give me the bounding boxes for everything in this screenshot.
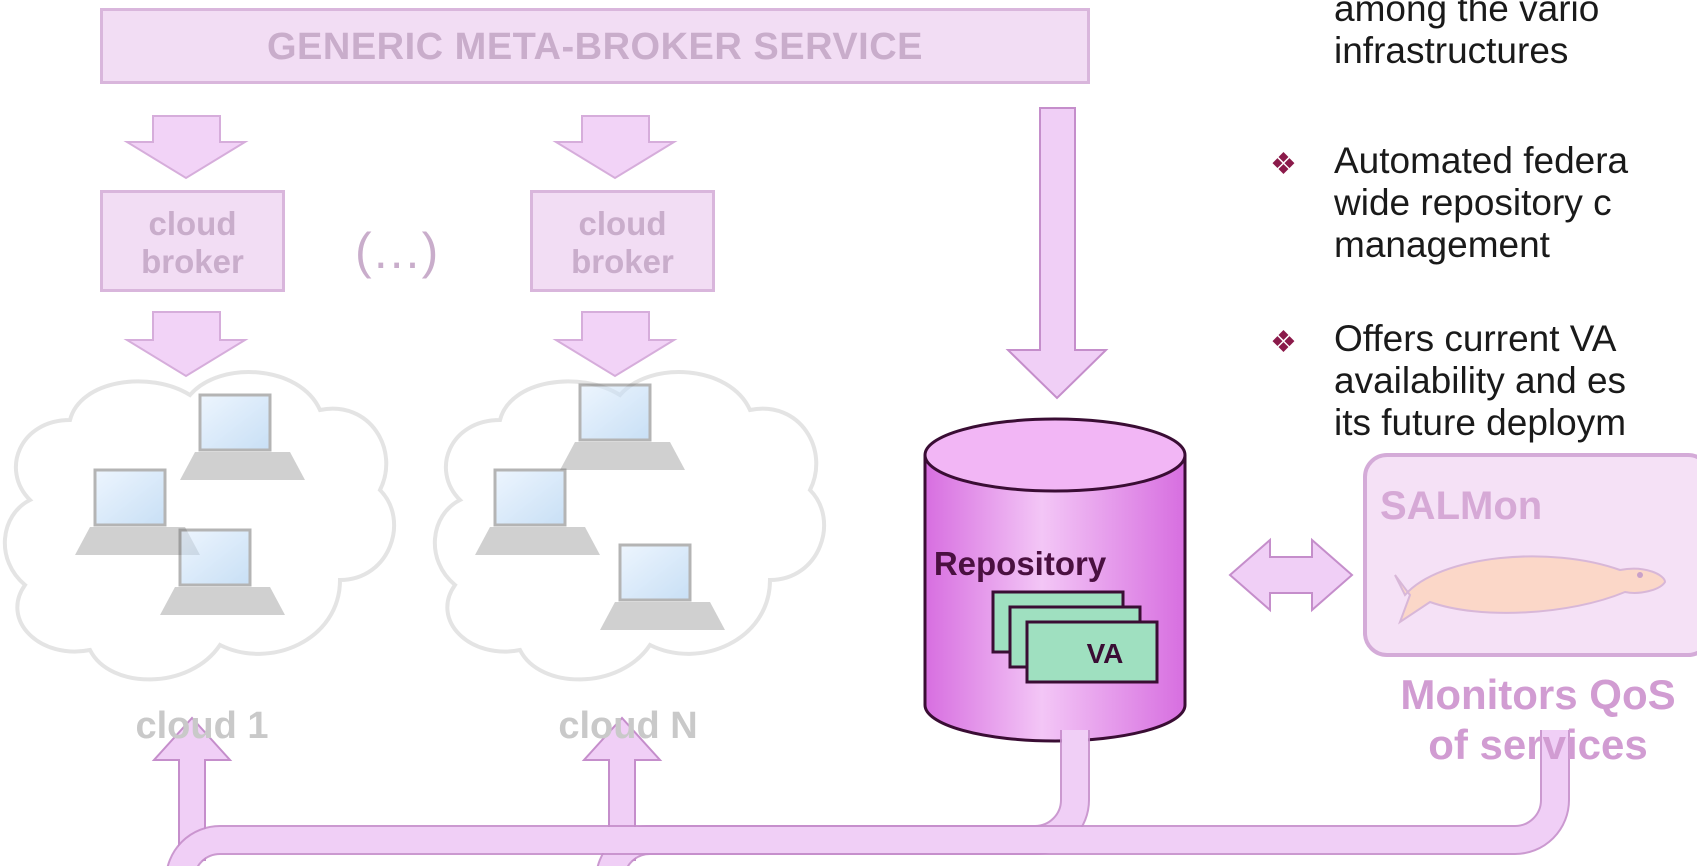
cloud-1-label: cloud 1 <box>135 705 269 747</box>
down-arrow-to-broker-1 <box>123 115 249 180</box>
broker-label-line1: cloud <box>578 205 667 242</box>
cloud-n-shape <box>432 370 827 682</box>
feedback-arrow-network <box>151 716 1570 866</box>
broker-label-line1: cloud <box>148 205 237 242</box>
bullet-line: infrastructures <box>1334 30 1569 71</box>
bullet-line: management <box>1334 224 1550 265</box>
down-arrow-to-cloud-1 <box>123 311 249 378</box>
salmon-caption: Monitors QoS of services <box>1328 670 1697 770</box>
salmon-caption-line1: Monitors QoS <box>1400 671 1676 718</box>
down-arrow-to-repository <box>1005 107 1109 400</box>
salmon-title: SALMon <box>1380 484 1543 528</box>
meta-broker-box: GENERIC META-BROKER SERVICE <box>100 8 1090 84</box>
bullet-line: availability and es <box>1334 360 1627 401</box>
laptop-icon <box>160 528 285 615</box>
broker-label-line2: broker <box>571 243 674 280</box>
double-arrow-repository-salmon <box>1228 537 1354 613</box>
cloud-n-label: cloud N <box>558 705 698 747</box>
down-arrow-to-cloud-n <box>552 311 678 378</box>
down-arrow-to-broker-n <box>552 115 678 180</box>
laptop-icon <box>75 468 200 555</box>
meta-broker-title: GENERIC META-BROKER SERVICE <box>266 26 924 68</box>
bullet-line: Offers current VA <box>1334 318 1617 359</box>
diamond-bullet-icon: ❖ <box>1270 326 1297 359</box>
salmon-caption-line2: of services <box>1428 721 1648 768</box>
laptop-icon <box>560 383 685 470</box>
va-label: VA <box>1086 638 1124 669</box>
diamond-bullet-icon: ❖ <box>1270 148 1297 181</box>
laptop-icon <box>475 468 600 555</box>
laptop-icon <box>600 543 725 630</box>
salmon-fish-icon <box>1394 555 1667 625</box>
cloud-1-shape <box>2 370 397 682</box>
bullet-line: among the vario <box>1334 0 1600 29</box>
bullet-line: Automated federa <box>1334 140 1629 181</box>
va-stack <box>991 590 1159 684</box>
laptop-icon <box>180 393 305 480</box>
bullet-line: wide repository c <box>1334 182 1612 223</box>
cloud-broker-n-box: cloud broker <box>530 190 715 292</box>
broker-label-line2: broker <box>141 243 244 280</box>
repository-label: Repository <box>933 545 1107 582</box>
bullet-line: its future deploym <box>1334 402 1627 443</box>
ellipsis: (…) <box>355 223 439 279</box>
cloud-broker-1-box: cloud broker <box>100 190 285 292</box>
